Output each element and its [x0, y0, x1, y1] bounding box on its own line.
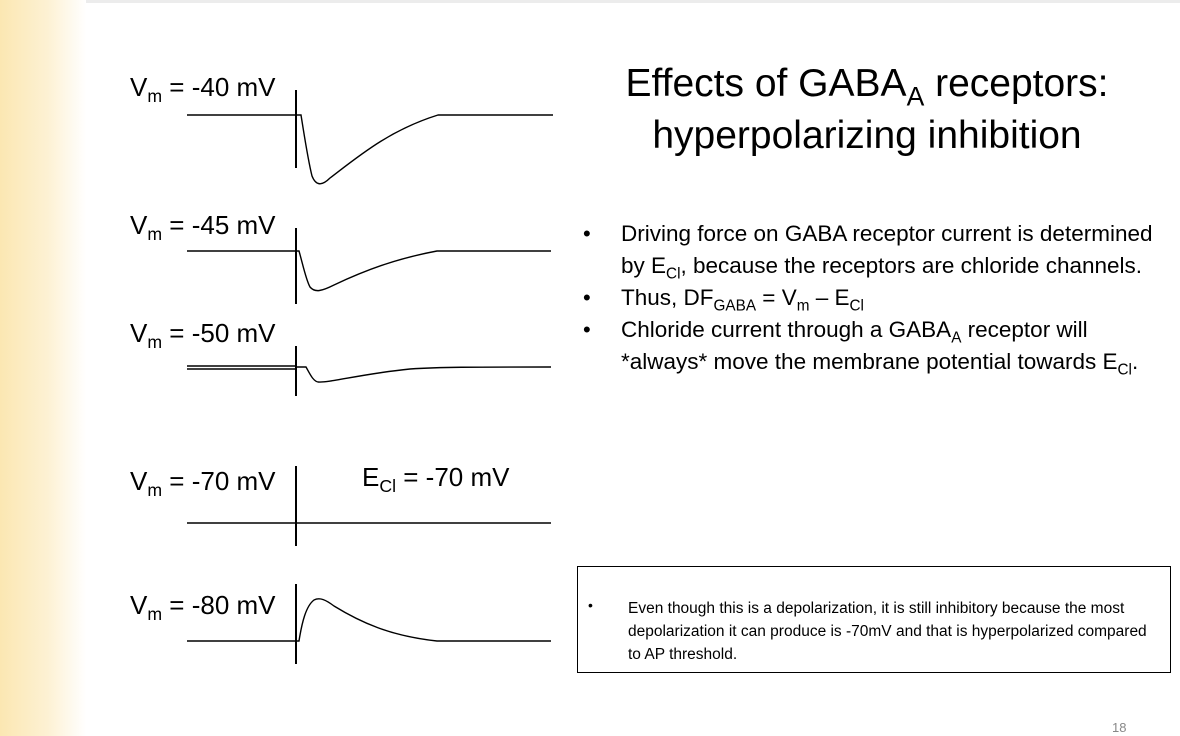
ecl-label: ECl = -70 mV — [362, 462, 510, 497]
bullet-dot-icon: • — [583, 285, 591, 310]
title-line-1: Effects of GABAA receptors: — [625, 62, 1109, 112]
vm-label-5: Vm = -80 mV — [130, 590, 276, 625]
note-bullet-icon: • — [588, 597, 593, 613]
bullet-item-2: • Thus, DFGABA = Vm – ECl — [580, 282, 1170, 314]
bullet-list: • Driving force on GABA receptor current… — [580, 218, 1170, 378]
vm-label-2: Vm = -45 mV — [130, 210, 276, 245]
trace-3-waveform — [296, 366, 552, 383]
title-line-2: hyperpolarizing inhibition — [652, 114, 1082, 157]
decorative-left-band — [0, 0, 86, 736]
vm-label-1: Vm = -40 mV — [130, 72, 276, 107]
bullet-dot-icon: • — [583, 221, 591, 246]
vm-label-4: Vm = -70 mV — [130, 466, 276, 501]
page-number: 18 — [1112, 720, 1127, 735]
trace-2-waveform — [296, 250, 551, 292]
trace-5-waveform — [296, 598, 551, 642]
vm-label-3: Vm = -50 mV — [130, 318, 276, 353]
note-text: Even though this is a depolarization, it… — [628, 600, 1147, 663]
bullet-item-1: • Driving force on GABA receptor current… — [580, 218, 1170, 282]
bullet-item-3: • Chloride current through a GABAA recep… — [580, 314, 1170, 378]
slide-title: Effects of GABAA receptors: hyperpolariz… — [580, 58, 1154, 162]
top-border — [0, 0, 1180, 3]
bullet-dot-icon: • — [583, 317, 591, 342]
note-box: • Even though this is a depolarization, … — [577, 566, 1171, 673]
trace-1-waveform — [296, 114, 553, 185]
